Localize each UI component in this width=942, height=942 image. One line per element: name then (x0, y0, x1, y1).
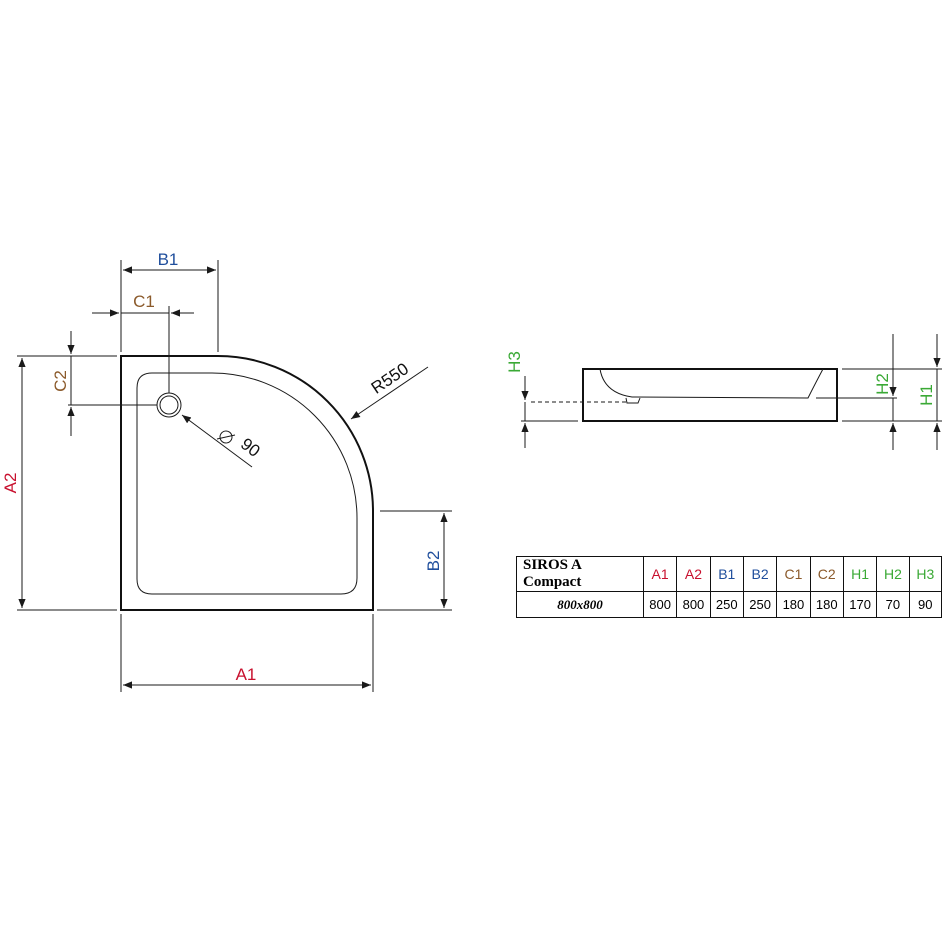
drain-inner (159, 395, 179, 415)
col-header-h3: H3 (908, 556, 942, 592)
label-h1: H1 (917, 384, 936, 406)
label-a1: A1 (236, 665, 257, 684)
radius-leader (350, 366, 429, 420)
col-header-a2: A2 (676, 556, 711, 592)
plan-view: A1 A2 B1 B2 C1 C2 R550 90 (1, 250, 452, 692)
side-view: H3 H2 H1 (505, 334, 942, 450)
col-header-c2: C2 (809, 556, 844, 592)
col-header-b1: B1 (709, 556, 744, 592)
value-b1: 250 (709, 591, 744, 618)
spec-table: SIROS A Compact A1 A2 B1 B2 C1 C2 H1 H2 … (516, 556, 942, 618)
value-h3: 90 (908, 591, 942, 618)
value-h2: 70 (876, 591, 910, 618)
tray-side-basin (599, 368, 824, 399)
label-drain-diameter: 90 (237, 434, 264, 461)
value-b2: 250 (742, 591, 778, 618)
col-header-h1: H1 (842, 556, 878, 592)
label-radius: R550 (368, 359, 412, 397)
col-header-a1: A1 (642, 556, 678, 592)
label-b1: B1 (158, 250, 179, 269)
col-header-b2: B2 (742, 556, 778, 592)
label-c1: C1 (133, 292, 155, 311)
label-b2: B2 (424, 551, 443, 572)
value-h1: 170 (842, 591, 878, 618)
tray-side-outline (582, 368, 838, 422)
spec-table-header-row: SIROS A Compact A1 A2 B1 B2 C1 C2 H1 H2 … (516, 556, 942, 592)
tray-inner-basin (136, 372, 358, 595)
value-c1: 180 (776, 591, 811, 618)
col-header-c1: C1 (776, 556, 811, 592)
drain-outer (156, 392, 182, 418)
diameter-icon (216, 430, 236, 444)
model-size: 800x800 (516, 591, 644, 618)
tray-side-drain (625, 397, 641, 404)
label-a2: A2 (1, 473, 20, 494)
model-name: SIROS A Compact (516, 556, 644, 592)
value-a2: 800 (676, 591, 711, 618)
label-h3: H3 (505, 351, 524, 373)
col-header-h2: H2 (876, 556, 910, 592)
drain-leader (181, 414, 253, 468)
value-a1: 800 (642, 591, 678, 618)
spec-table-value-row: 800x800 800 800 250 250 180 180 170 70 9… (516, 591, 942, 618)
tray-outline (120, 355, 374, 611)
label-c2: C2 (51, 370, 70, 392)
label-h2: H2 (873, 373, 892, 395)
value-c2: 180 (809, 591, 844, 618)
